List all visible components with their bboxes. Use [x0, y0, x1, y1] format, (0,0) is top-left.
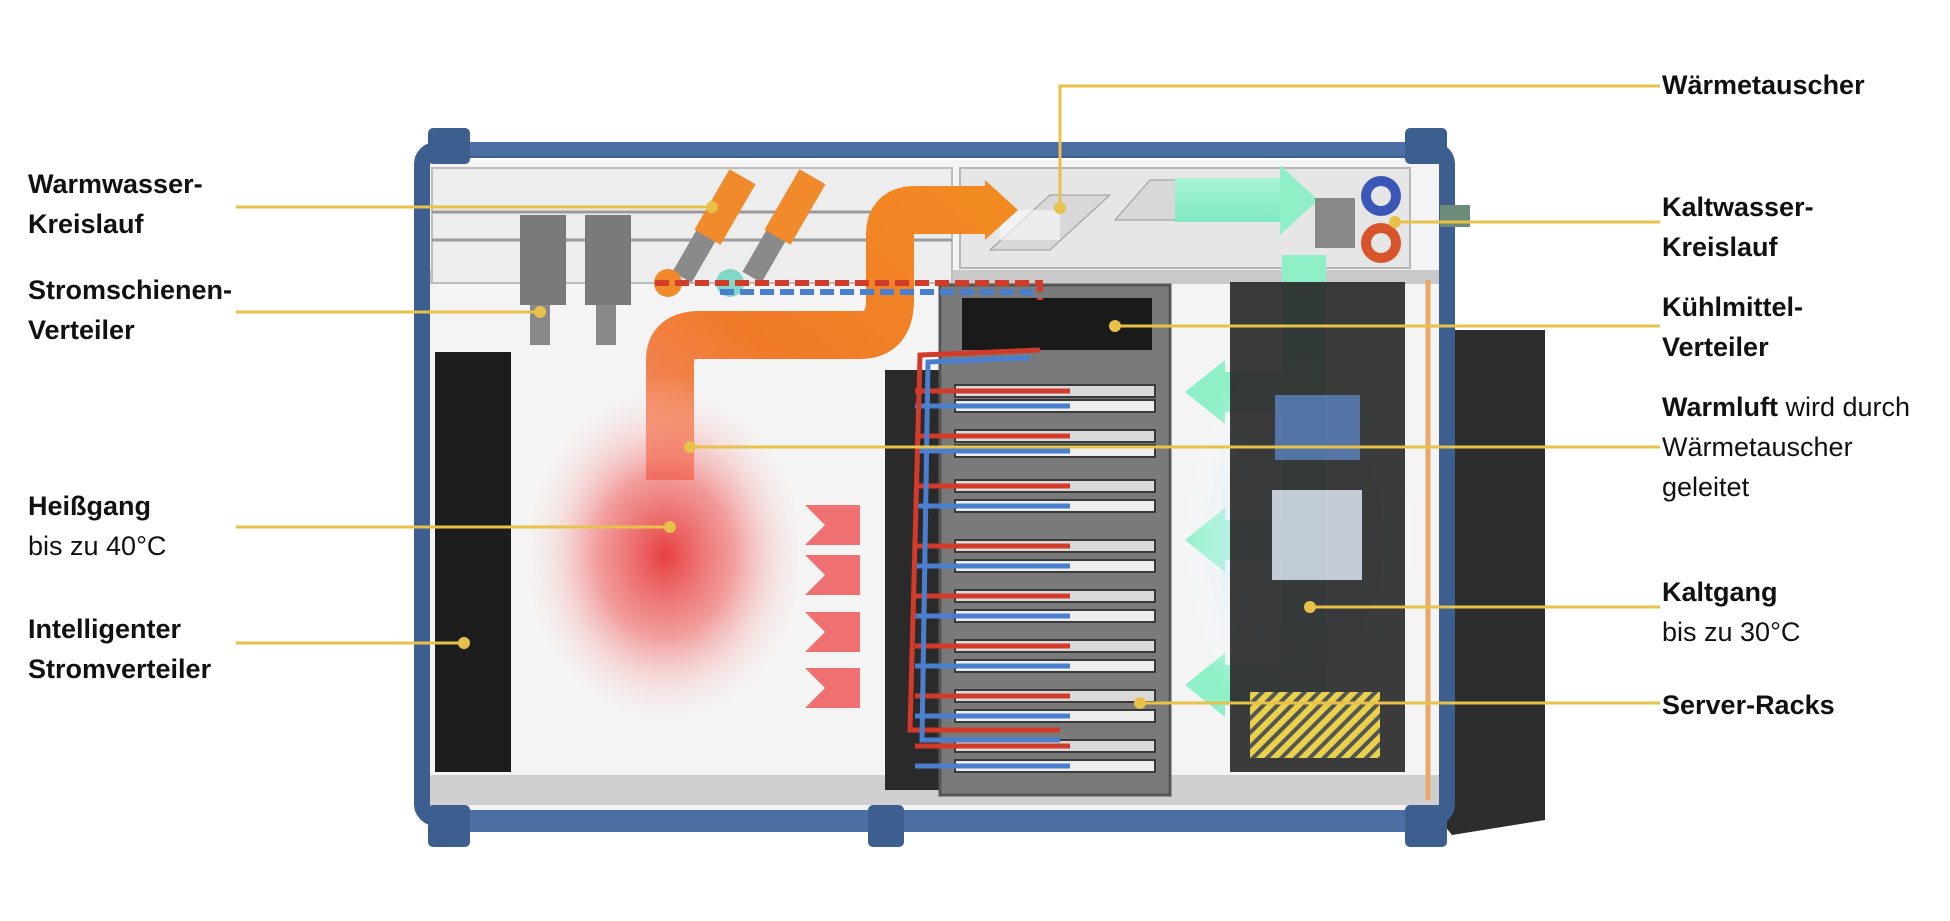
label-warm-air: Warmluft wird durch Wärmetauscher geleit… — [1662, 392, 1911, 502]
hot-aisle-glow — [515, 375, 815, 735]
label-busbar-distributor: Stromschienen- Verteiler — [28, 275, 233, 345]
label-coolant-distributor: Kühlmittel- Verteiler — [1662, 292, 1803, 362]
leader-lines — [236, 84, 1660, 705]
label-warm-water-circuit: Warmwasser- Kreislauf — [28, 169, 203, 239]
label-server-racks: Server-Racks — [1662, 690, 1835, 720]
coolant-distributor — [962, 298, 1152, 350]
label-hot-aisle: Heißgang bis zu 40°C — [28, 491, 167, 561]
label-cold-water-circuit: Kaltwasser- Kreislauf — [1662, 192, 1814, 262]
hot-exhaust-arrows — [805, 505, 860, 708]
label-heat-exchanger: Wärmetauscher — [1662, 70, 1865, 100]
leader-dots — [458, 201, 1401, 709]
intelligent-pdu — [435, 352, 511, 772]
warm-water-circuit — [654, 169, 826, 297]
server-rack — [885, 283, 1172, 797]
cold-water-circuit — [1315, 176, 1401, 263]
hot-air-duct — [646, 186, 985, 480]
label-cold-aisle: Kaltgang bis zu 30°C — [1662, 577, 1801, 647]
label-intelligent-pdu: Intelligenter Stromverteiler — [28, 614, 212, 684]
side-wall — [1440, 330, 1545, 835]
